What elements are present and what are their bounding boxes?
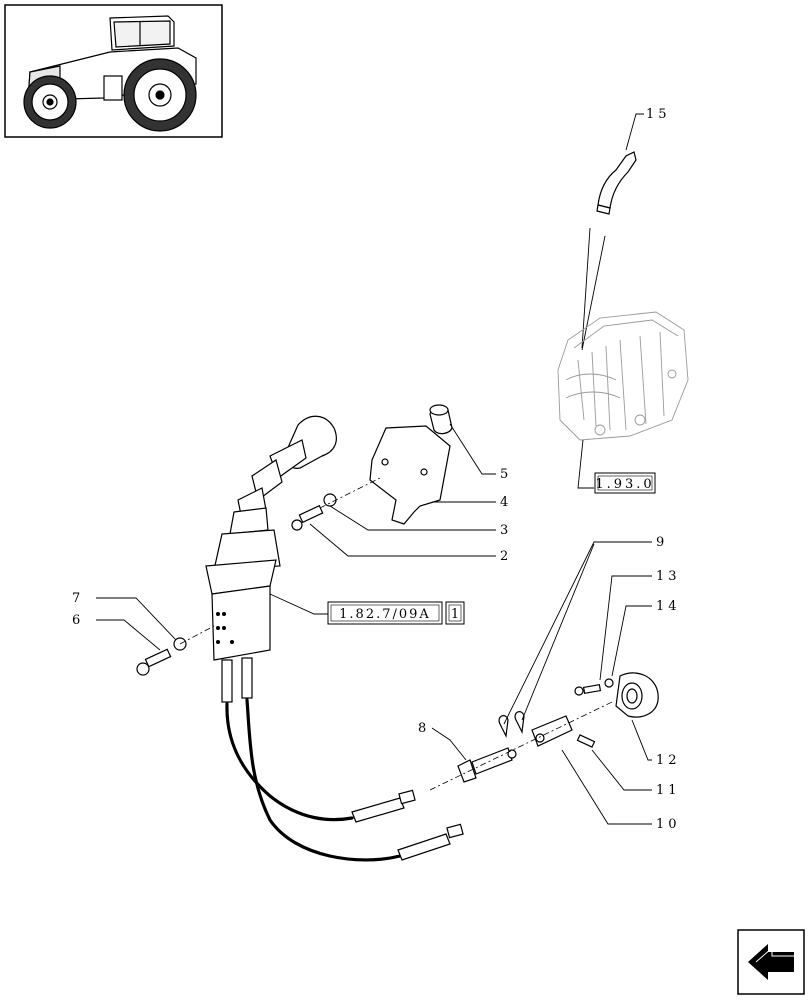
leader-13: [599, 575, 652, 681]
callout-15: 15: [646, 107, 671, 122]
leader-11: [591, 749, 652, 791]
leader-12: [631, 719, 652, 761]
washer-part-14: [604, 678, 614, 688]
callout-6: 6: [72, 613, 80, 628]
leader-3: [329, 505, 496, 531]
callout-11: 11: [656, 783, 681, 798]
reference-box-193: 1.93.0: [594, 472, 656, 494]
bolt-part-2: [291, 504, 324, 531]
cable-end-fitting-upper: [351, 789, 416, 823]
callout-13: 13: [656, 569, 681, 584]
leader-8: [431, 727, 467, 761]
reference-label-1827: 1.82.7/09A: [339, 607, 431, 622]
control-cable-upper: [225, 702, 354, 822]
callout-4: 4: [500, 495, 508, 510]
joystick-control-lever: [205, 415, 337, 703]
callout-8: 8: [418, 721, 426, 736]
page-arrow-icon[interactable]: [737, 929, 805, 995]
clevis-part-8: [457, 747, 517, 783]
callout-10: 10: [656, 817, 681, 832]
spacer-part-5: [429, 404, 453, 435]
bolt-part-13: [574, 683, 602, 696]
leader-9b: [521, 543, 595, 721]
axis-bolt: [319, 477, 381, 509]
tractor-thumbnail: [4, 4, 223, 138]
reference-label-193: 1.93.0: [595, 477, 654, 492]
reference-sheet-1827: 1: [451, 607, 459, 622]
knob-part-15: [596, 151, 637, 215]
leader-1827: [269, 593, 328, 615]
callout-14: 14: [656, 599, 681, 614]
callout-9: 9: [656, 535, 664, 550]
washer-part-3: [323, 493, 337, 507]
leader-2: [309, 523, 496, 557]
axis-linkage: [429, 701, 613, 791]
axis-side-bolt: [179, 625, 215, 645]
callout-12: 12: [656, 753, 681, 768]
bolt-part-6: [136, 648, 172, 676]
pin-part-11: [576, 734, 596, 748]
callout-5: 5: [500, 467, 508, 482]
leader-7: [96, 597, 177, 641]
cotter-pins-part-9: [498, 711, 525, 739]
leader-knob-to-assembly: [581, 227, 591, 349]
leader-14: [611, 605, 652, 677]
ghost-lever-assembly: [557, 311, 689, 441]
leader-15: [625, 113, 644, 151]
callout-2: 2: [500, 549, 508, 564]
leader-ref-193: [577, 439, 594, 489]
leader-5: [449, 423, 496, 475]
cable-end-fitting-lower: [397, 823, 464, 861]
tractor-icon: [23, 15, 197, 132]
callout-7: 7: [72, 591, 80, 606]
bracket-part-4: [369, 425, 451, 525]
control-cable-lower: [245, 698, 402, 862]
reference-box-1827: 1.82.7/09A 1: [327, 601, 465, 625]
leader-6: [96, 619, 161, 651]
leader-10: [561, 749, 652, 825]
leader-knob-to-assembly-2: [581, 235, 606, 351]
plate-part-12: [615, 672, 659, 718]
leader-9a: [503, 541, 652, 725]
callout-3: 3: [500, 523, 508, 538]
